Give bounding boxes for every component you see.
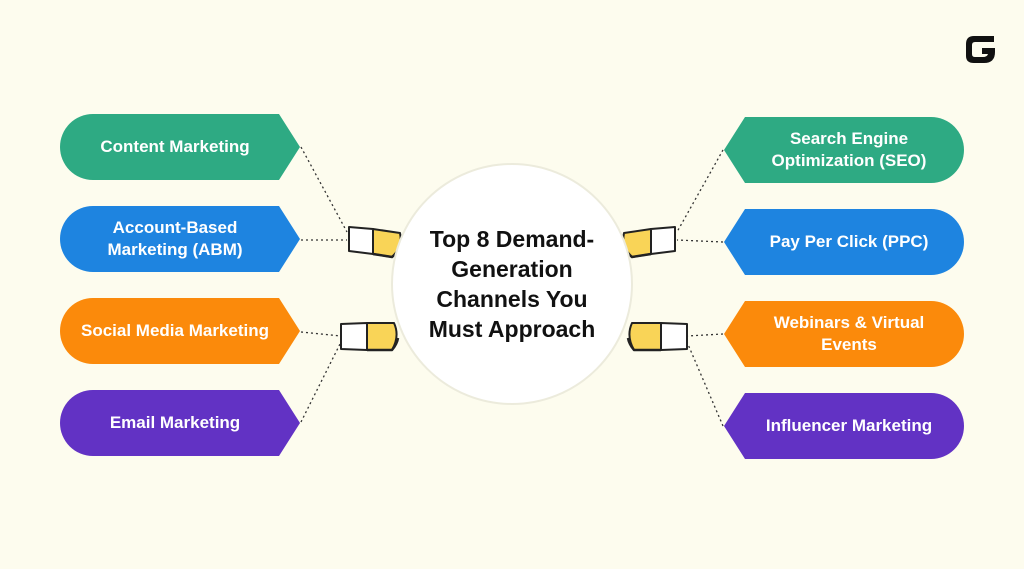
channel-label: Content Marketing bbox=[100, 137, 250, 156]
channel-label: Webinars & Virtual Events bbox=[773, 313, 925, 354]
magnet-icon bbox=[340, 322, 400, 352]
connector-line bbox=[300, 331, 342, 337]
connector-line bbox=[676, 149, 724, 233]
channel-label: Influencer Marketing bbox=[765, 416, 933, 435]
magnet-icon bbox=[622, 226, 676, 259]
connector-line bbox=[300, 341, 342, 423]
magnet-icon bbox=[626, 322, 688, 352]
channel-pay-per-click: Pay Per Click (PPC) bbox=[724, 209, 964, 275]
channel-label: Account-Based Marketing (ABM) bbox=[107, 218, 243, 259]
channel-email-marketing: Email Marketing bbox=[60, 390, 300, 456]
magnet-icon bbox=[348, 226, 402, 259]
channel-label: Search Engine Optimization (SEO) bbox=[771, 129, 927, 170]
channel-label: Social Media Marketing bbox=[81, 321, 269, 340]
channel-webinars-virtual-events: Webinars & Virtual Events bbox=[724, 301, 964, 367]
connector-line bbox=[686, 333, 724, 337]
channel-social-media-marketing: Social Media Marketing bbox=[60, 298, 300, 364]
channel-label: Pay Per Click (PPC) bbox=[769, 232, 929, 251]
center-circle: Top 8 Demand-Generation Channels You Mus… bbox=[391, 163, 633, 405]
connector-line bbox=[300, 146, 348, 233]
channel-label: Email Marketing bbox=[109, 413, 241, 432]
channel-content-marketing: Content Marketing bbox=[60, 114, 300, 180]
channel-account-based-marketing: Account-Based Marketing (ABM) bbox=[60, 206, 300, 272]
channel-search-engine-optimization: Search Engine Optimization (SEO) bbox=[724, 117, 964, 183]
connector-line bbox=[676, 239, 724, 243]
channel-influencer-marketing: Influencer Marketing bbox=[724, 393, 964, 459]
connector-line bbox=[686, 341, 724, 427]
g-logo-icon bbox=[966, 36, 995, 63]
diagram-title: Top 8 Demand-Generation Channels You Mus… bbox=[428, 226, 596, 342]
